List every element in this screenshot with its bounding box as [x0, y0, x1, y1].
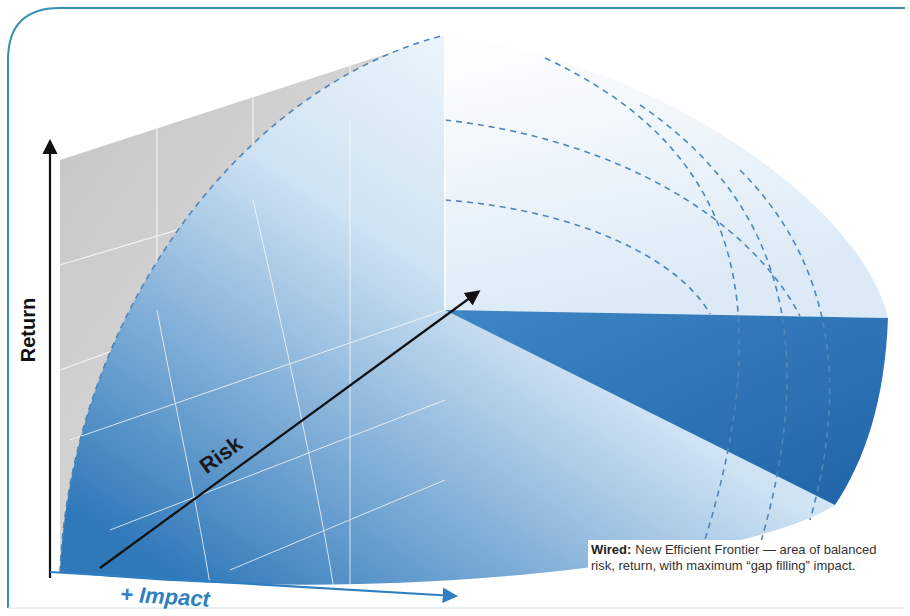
caption-text: New Efficient Frontier — area of balance… [591, 542, 876, 573]
axis-label: Return [17, 298, 40, 362]
impact-axis [50, 572, 455, 596]
risk-axis [100, 292, 478, 568]
dome-grid [70, 120, 445, 600]
axis-label: + Impact [119, 581, 210, 612]
dome-front-face [445, 35, 888, 318]
return-axis [49, 142, 51, 578]
caption-box: Wired:New Efficient Frontier — area of b… [588, 540, 886, 576]
dome-edge [444, 35, 446, 310]
frontier-arcs [60, 35, 830, 572]
caption-lead: Wired: [591, 542, 631, 557]
frame [8, 8, 905, 608]
